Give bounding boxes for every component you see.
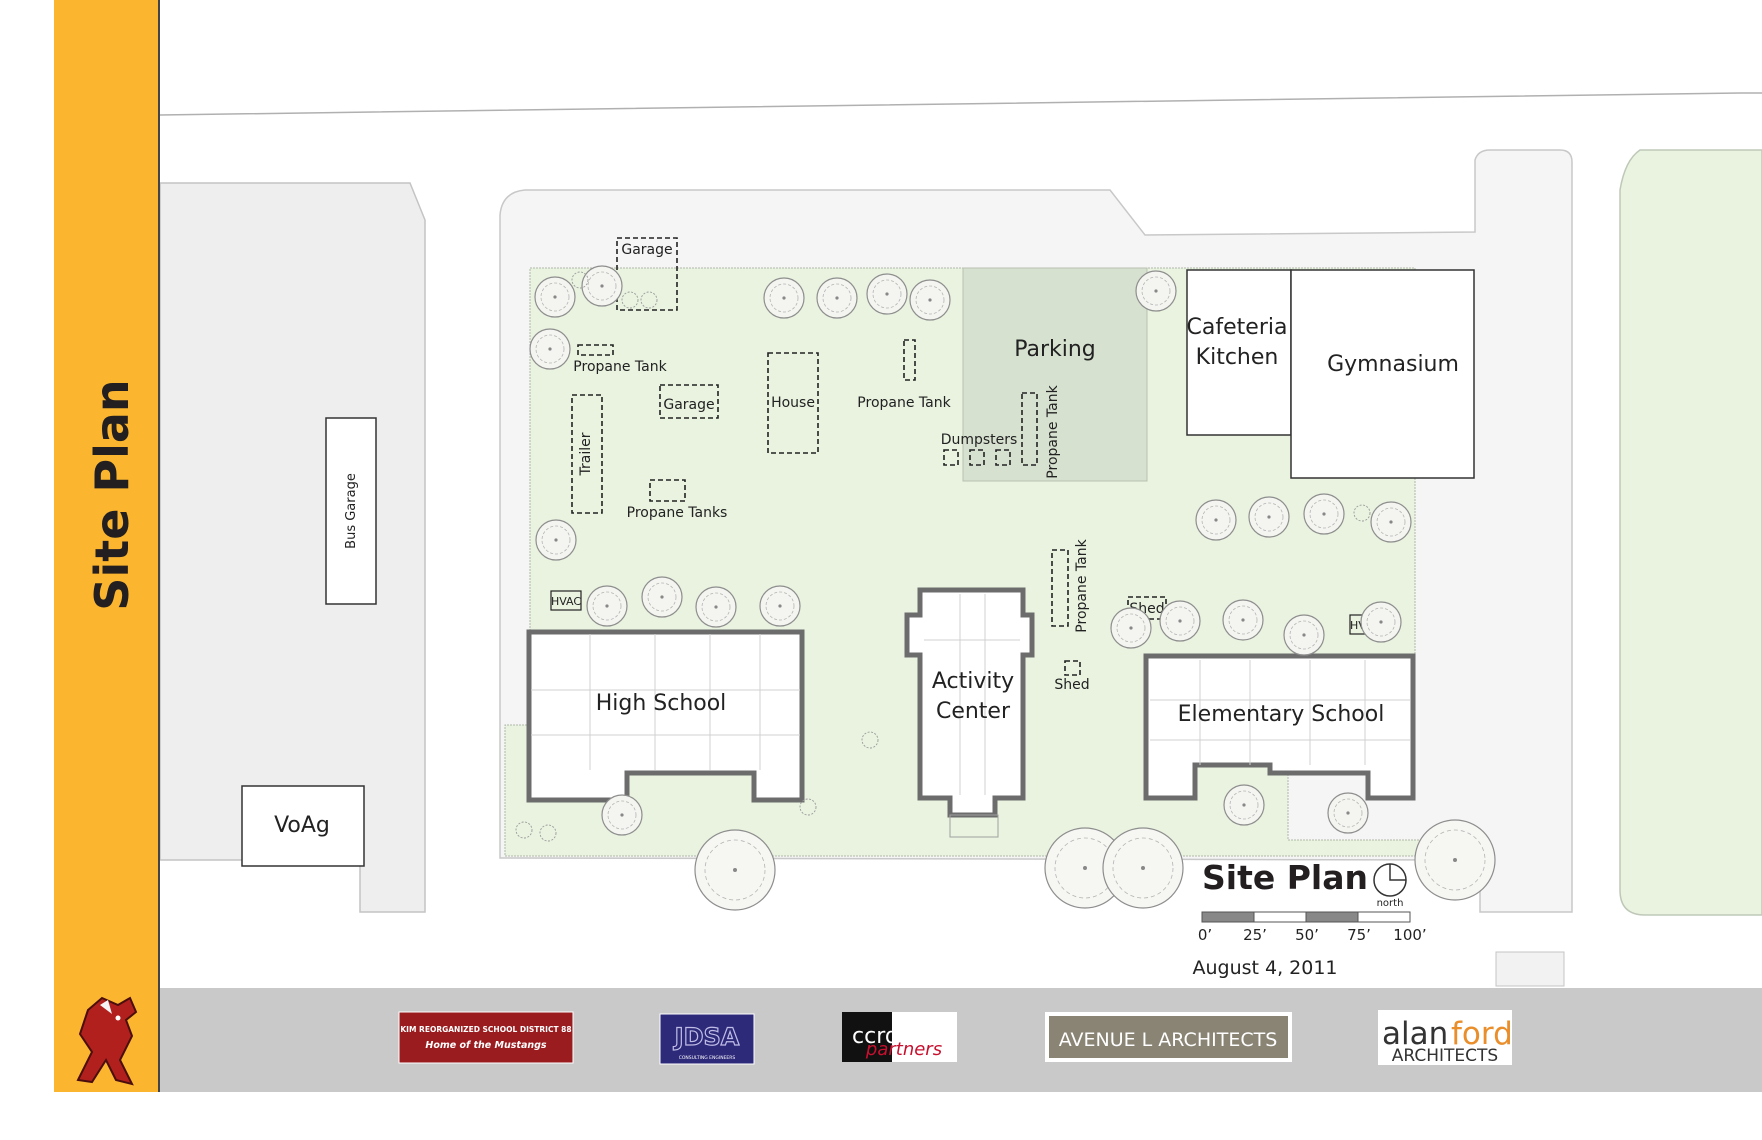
dumpster-2 xyxy=(969,449,985,466)
center-label: Center xyxy=(936,699,1011,724)
propane-tank-vertical-2-label: Propane Tank xyxy=(1074,538,1090,632)
high-school-building xyxy=(526,629,805,803)
hvac-left-outline xyxy=(550,590,582,611)
alan-ford-logo-sub: ARCHITECTS xyxy=(1392,1046,1498,1066)
north-road-edge xyxy=(159,92,1762,116)
parking-area xyxy=(962,267,1148,482)
alan-ford-logo-alan: alan xyxy=(1382,1016,1448,1052)
ccrd-logo-script: partners xyxy=(865,1039,942,1060)
activity-label: Activity xyxy=(932,669,1014,694)
jdsa-logo: JDSA CONSULTING ENGINEERS xyxy=(659,1013,755,1065)
house-label: House xyxy=(771,395,815,411)
house-outline xyxy=(767,352,819,454)
jdsa-logo-sub: CONSULTING ENGINEERS xyxy=(679,1055,736,1061)
parking-label: Parking xyxy=(1014,337,1096,362)
propane-tank-mid-label: Propane Tank xyxy=(857,395,951,411)
shed-2-outline xyxy=(1064,660,1081,676)
voag-label: VoAg xyxy=(274,813,330,838)
garage-mid-outline xyxy=(659,384,719,419)
dumpsters-label: Dumpsters xyxy=(941,432,1018,448)
dumpster-1 xyxy=(943,449,959,466)
district-logo-line1: KIM REORGANIZED SCHOOL DISTRICT 88 xyxy=(400,1025,571,1034)
avenue-l-logo-text: AVENUE L ARCHITECTS xyxy=(1059,1029,1278,1051)
bus-garage-label: Bus Garage xyxy=(344,473,359,549)
sidebar-title: Site Plan xyxy=(85,379,139,610)
jdsa-logo-mark: JDSA xyxy=(673,1023,740,1051)
trailer-label: Trailer xyxy=(578,432,594,476)
north-arrow-icon xyxy=(1373,863,1407,897)
hvac-left-label: HVAC xyxy=(551,595,581,608)
scale-label-50: 50’ xyxy=(1295,926,1319,944)
high-school-label: High School xyxy=(596,691,727,716)
plan-date: August 4, 2011 xyxy=(1192,957,1337,979)
propane-tank-left-outline xyxy=(577,344,614,356)
elementary-school-label: Elementary School xyxy=(1178,702,1385,727)
district-logo: KIM REORGANIZED SCHOOL DISTRICT 88 Home … xyxy=(398,1011,574,1064)
propane-tank-vertical-2-outline xyxy=(1051,549,1069,627)
dumpster-3 xyxy=(995,449,1011,466)
bus-lot xyxy=(159,182,426,913)
elementary-school-building xyxy=(1143,653,1416,801)
ccrd-logo-main: ccrd xyxy=(852,1024,899,1049)
corner-pad xyxy=(1495,951,1565,987)
north-label: north xyxy=(1377,898,1404,909)
propane-tanks-outline xyxy=(649,479,686,502)
avenue-l-logo: AVENUE L ARCHITECTS xyxy=(1045,1012,1292,1062)
shed-2-label: Shed xyxy=(1054,677,1089,693)
district-logo-line2: Home of the Mustangs xyxy=(425,1040,547,1051)
voag-building xyxy=(241,785,365,867)
scale-label-25: 25’ xyxy=(1243,926,1267,944)
scale-bar xyxy=(1201,911,1411,923)
propane-tanks-label: Propane Tanks xyxy=(627,505,728,521)
kitchen-label: Kitchen xyxy=(1196,345,1279,370)
scale-label-100: 100’ xyxy=(1393,926,1426,944)
garage-mid-label: Garage xyxy=(663,397,714,413)
propane-tank-mid-outline xyxy=(903,339,916,381)
cafeteria-label: Cafeteria xyxy=(1187,315,1288,340)
legend-title: Site Plan xyxy=(1202,858,1368,897)
scale-label-75: 75’ xyxy=(1347,926,1371,944)
propane-tank-vertical-label: Propane Tank xyxy=(1045,384,1061,478)
trailer-outline xyxy=(571,394,603,514)
gymnasium-building xyxy=(1290,269,1475,479)
cafeteria-kitchen-building xyxy=(1186,269,1292,436)
scale-label-0: 0’ xyxy=(1198,926,1212,944)
garage-top-label: Garage xyxy=(621,242,672,258)
propane-tank-vertical-outline xyxy=(1021,392,1038,466)
propane-tank-left-label: Propane Tank xyxy=(573,359,667,375)
mustang-mascot-icon xyxy=(76,996,138,1086)
title-sidebar xyxy=(54,0,158,990)
gymnasium-label: Gymnasium xyxy=(1327,352,1459,377)
east-field xyxy=(1619,149,1762,916)
ccrd-logo: ccrd partners xyxy=(842,1012,957,1062)
alan-ford-logo-ford: ford xyxy=(1451,1016,1513,1052)
alan-ford-logo: alan ford ARCHITECTS xyxy=(1378,1010,1513,1066)
bus-garage xyxy=(325,417,377,605)
